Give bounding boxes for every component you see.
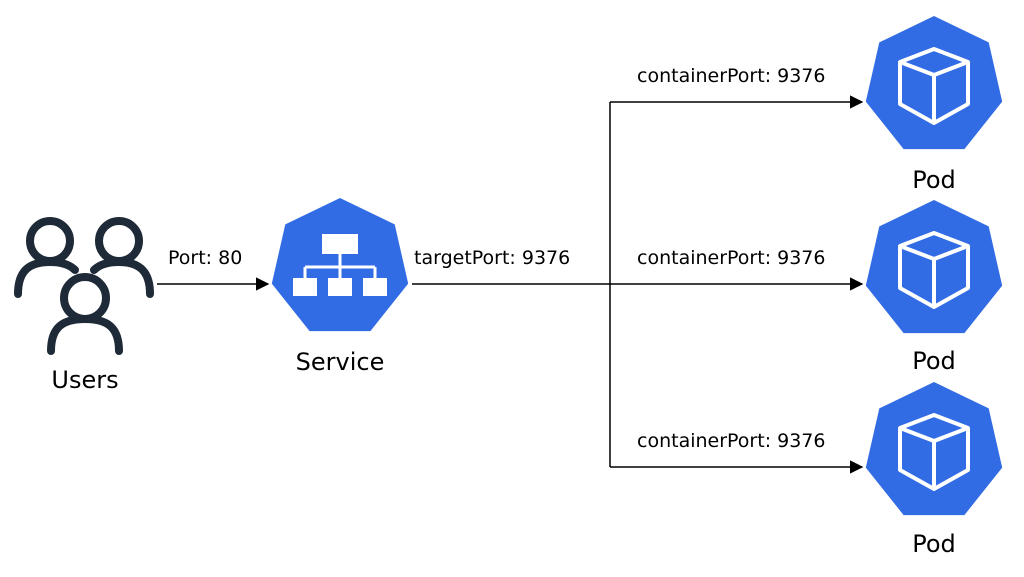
- pod-label: Pod: [912, 530, 956, 558]
- edge-label-port: Port: 80: [168, 247, 242, 269]
- connectors: [157, 95, 864, 474]
- edge-label-target-port: targetPort: 9376: [414, 247, 570, 269]
- service-node: Service: [271, 198, 409, 376]
- pod-node: Pod: [865, 382, 1003, 558]
- edge-label-container-port-3: containerPort: 9376: [637, 430, 826, 452]
- users-label: Users: [51, 366, 118, 394]
- pod-label: Pod: [912, 347, 956, 375]
- pod-cube-icon: [898, 413, 970, 491]
- service-label: Service: [296, 348, 385, 376]
- edge-label-container-port-2: containerPort: 9376: [637, 247, 826, 269]
- service-network-icon: [293, 234, 387, 296]
- pod-cube-icon: [898, 47, 970, 125]
- users-node: Users: [14, 217, 154, 394]
- edge-label-container-port-1: containerPort: 9376: [637, 65, 826, 87]
- pod-node: Pod: [865, 200, 1003, 375]
- users-icon: [14, 217, 154, 355]
- pod-node: Pod: [865, 16, 1003, 194]
- pod-cube-icon: [898, 231, 970, 309]
- pod-label: Pod: [912, 166, 956, 194]
